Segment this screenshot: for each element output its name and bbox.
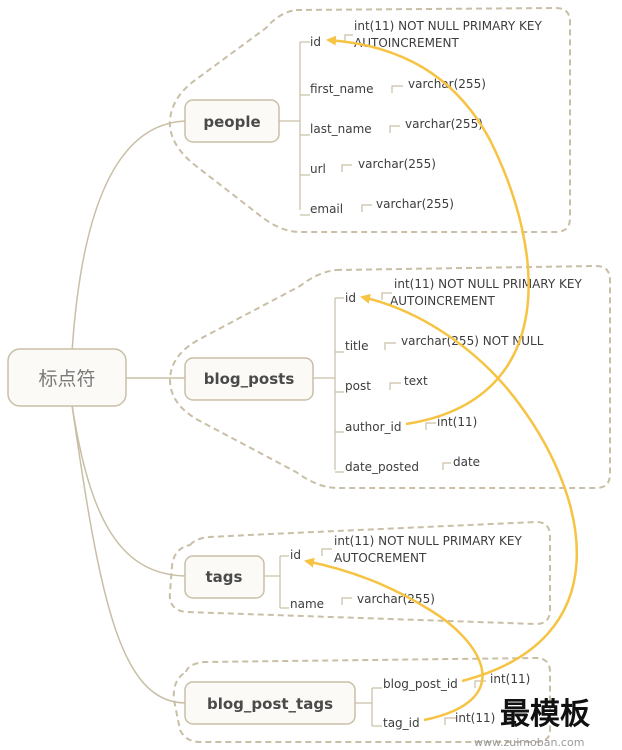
field-name[interactable]: tag_id	[383, 716, 420, 730]
field-type: varchar(255)	[376, 197, 454, 211]
field-name[interactable]: email	[310, 202, 343, 216]
table-node-blog-posts[interactable]: blog_posts	[184, 357, 314, 401]
field-name[interactable]: date_posted	[345, 460, 419, 474]
branch-people	[71, 120, 186, 353]
field-type: int(11)	[455, 711, 495, 725]
table-node-tags[interactable]: tags	[184, 555, 265, 599]
field-type: varchar(255)	[357, 592, 435, 606]
field-type: varchar(255)	[405, 117, 483, 131]
field-name[interactable]: blog_post_id	[383, 677, 458, 691]
field-type: int(11)	[490, 672, 530, 686]
boundaries	[168, 6, 611, 743]
field-name[interactable]: url	[310, 162, 326, 176]
field-type: text	[404, 374, 428, 388]
field-type: AUTOCREMENT	[334, 551, 427, 565]
watermark: 最模板 www.zuimoban.com	[474, 697, 590, 749]
field-type: int(11) NOT NULL PRIMARY KEY	[334, 534, 522, 548]
relations	[304, 35, 579, 722]
branches	[71, 120, 186, 704]
table-node-blog-post-tags[interactable]: blog_post_tags	[184, 681, 356, 725]
field-name[interactable]: author_id	[345, 420, 402, 434]
field-type: date	[453, 455, 480, 469]
field-type: AUTOINCREMENT	[390, 294, 495, 308]
field-name[interactable]: first_name	[310, 82, 373, 96]
table-name-blog-posts: blog_posts	[204, 370, 295, 388]
relation-author-id-to-people-id	[326, 35, 530, 426]
branch-blog-post-tags	[71, 404, 186, 704]
root-label: 标点符	[38, 368, 95, 390]
field-name[interactable]: title	[345, 339, 368, 353]
field-type: AUTOINCREMENT	[354, 36, 459, 50]
fields-people: id int(11) NOT NULL PRIMARY KEY AUTOINCR…	[310, 19, 542, 216]
table-node-people[interactable]: people	[184, 99, 280, 143]
boundary-blog-post-tags	[172, 656, 551, 743]
watermark-subtext: www.zuimoban.com	[474, 736, 584, 749]
field-type: int(11) NOT NULL PRIMARY KEY	[354, 19, 542, 33]
field-type: int(11) NOT NULL PRIMARY KEY	[394, 277, 582, 291]
field-name[interactable]: id	[290, 548, 301, 562]
field-name[interactable]: id	[310, 35, 321, 49]
boundary-blog-posts	[168, 264, 611, 489]
branch-tags	[71, 404, 186, 577]
relation-blog-post-id-to-blog-posts-id	[360, 293, 579, 683]
field-name[interactable]: id	[345, 291, 356, 305]
root-node[interactable]: 标点符	[7, 348, 127, 407]
field-name[interactable]: last_name	[310, 122, 372, 136]
field-name[interactable]: post	[345, 379, 371, 393]
fields-tags: id int(11) NOT NULL PRIMARY KEY AUTOCREM…	[290, 534, 522, 611]
boundary-people	[168, 6, 571, 233]
table-name-blog-post-tags: blog_post_tags	[207, 695, 333, 713]
field-type: varchar(255) NOT NULL	[401, 334, 544, 348]
field-name[interactable]: name	[290, 597, 324, 611]
watermark-text: 最模板	[500, 697, 590, 732]
field-type: varchar(255)	[358, 157, 436, 171]
table-name-people: people	[203, 113, 260, 131]
relation-tag-id-to-tags-id	[304, 557, 484, 722]
field-connectors	[264, 34, 486, 727]
boundary-tags	[168, 520, 551, 626]
fields-blog-posts: id int(11) NOT NULL PRIMARY KEY AUTOINCR…	[345, 277, 582, 474]
field-type: int(11)	[437, 415, 477, 429]
fields-blog-post-tags: blog_post_id int(11) tag_id int(11)	[383, 672, 530, 730]
table-name-tags: tags	[206, 568, 243, 586]
